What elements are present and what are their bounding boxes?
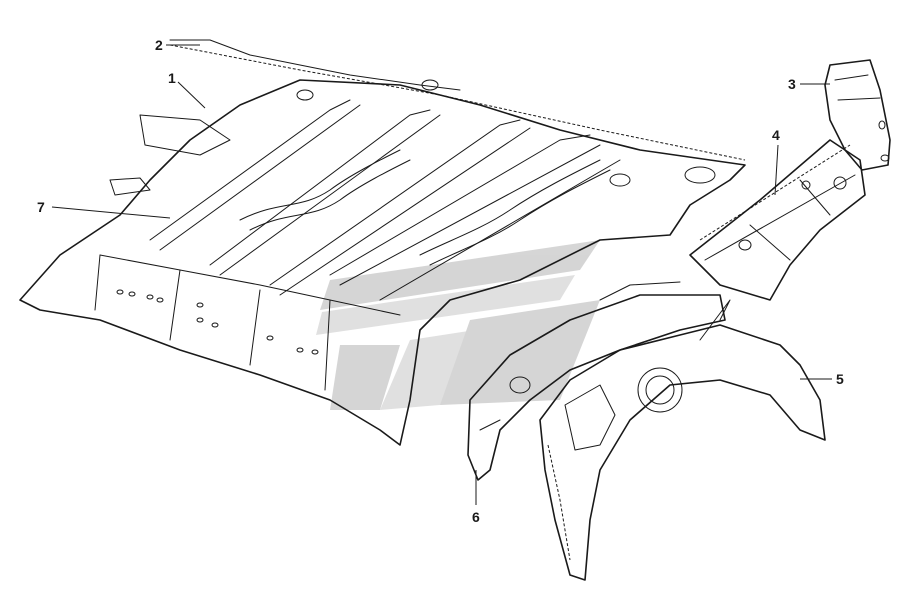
callout-label-3: 3 bbox=[788, 76, 796, 92]
callout-label-1: 1 bbox=[168, 70, 176, 86]
callout-label-6: 6 bbox=[472, 509, 480, 525]
callout-label-4: 4 bbox=[772, 127, 780, 143]
leader-lines bbox=[51, 44, 832, 505]
leader-1 bbox=[177, 81, 206, 109]
callout-label-5: 5 bbox=[836, 371, 844, 387]
callout-label-7: 7 bbox=[37, 199, 45, 215]
wheel-house-outer bbox=[539, 299, 826, 581]
leader-4 bbox=[774, 144, 779, 196]
rear-crossmember bbox=[689, 139, 866, 301]
leader-7 bbox=[51, 206, 171, 219]
wheel-house-inner bbox=[467, 281, 726, 481]
watermark-logo bbox=[316, 240, 600, 410]
rear-corner-bracket bbox=[824, 59, 891, 171]
rear-floor-panel bbox=[19, 39, 746, 446]
callout-label-2: 2 bbox=[155, 37, 163, 53]
